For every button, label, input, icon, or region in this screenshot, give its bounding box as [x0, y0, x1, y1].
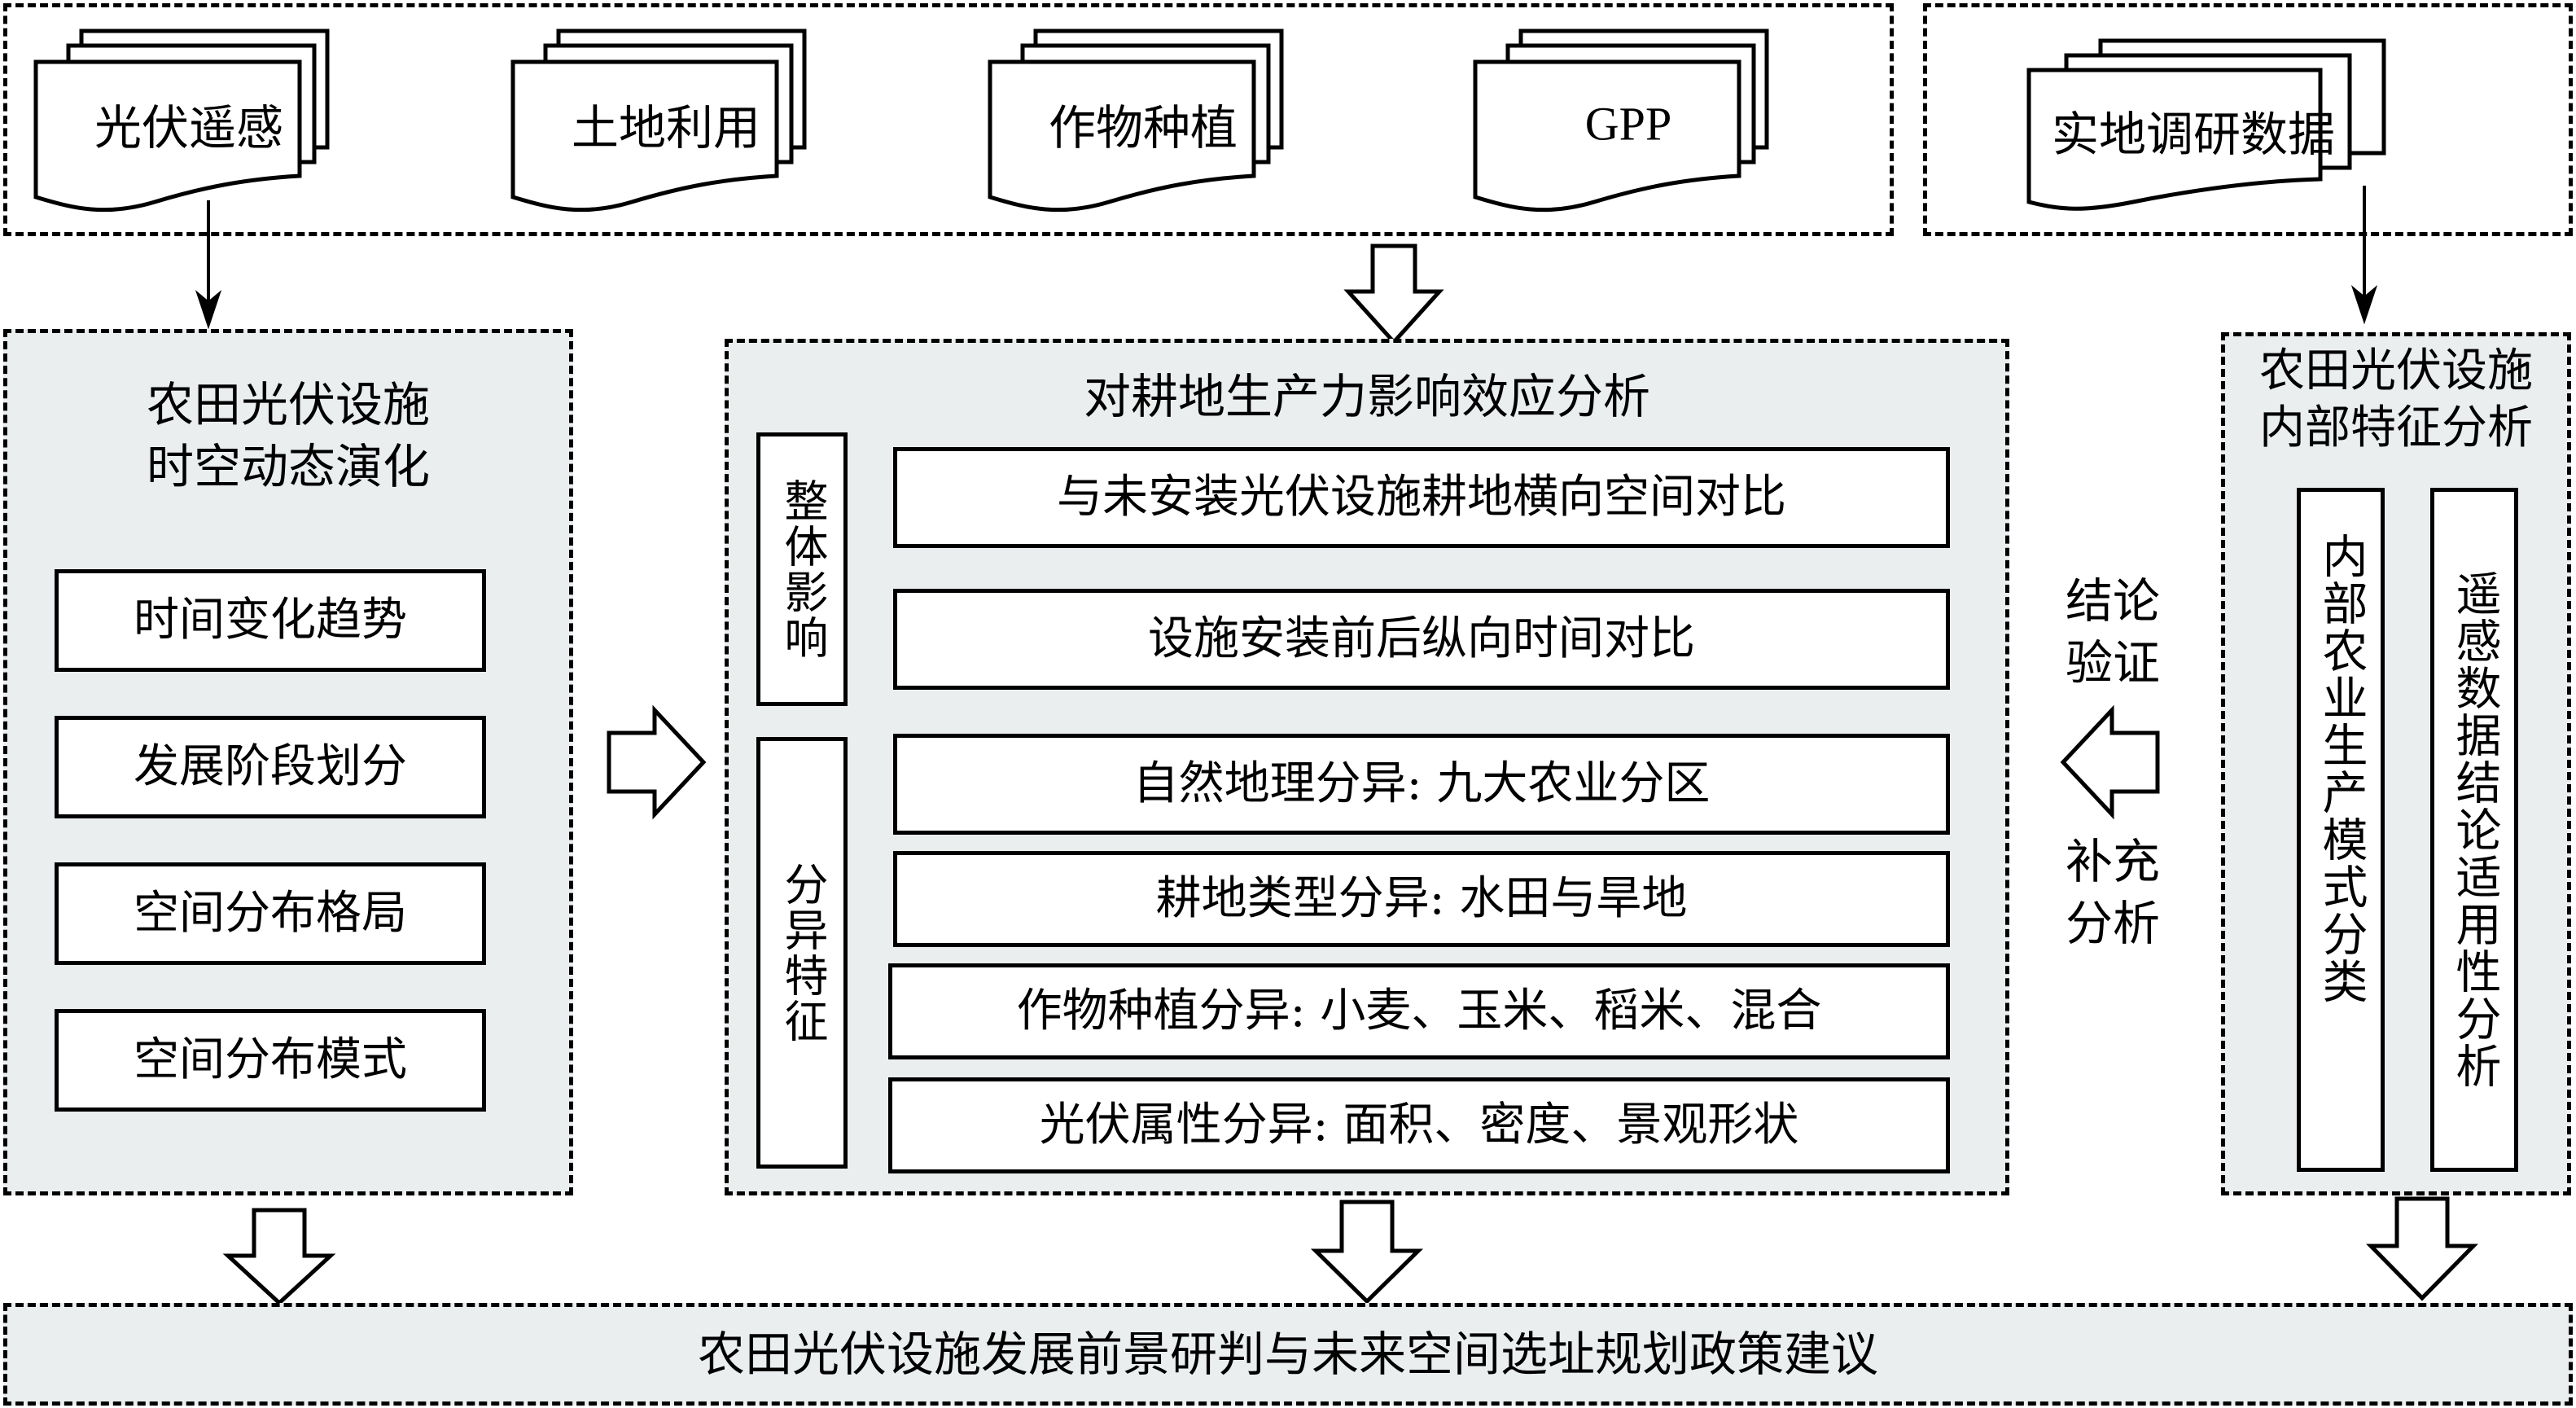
block-arrow-down-icon: [2366, 1196, 2478, 1301]
group-label-text: 分异特征: [777, 862, 828, 1044]
analysis-item: 时间变化趋势: [55, 569, 486, 672]
arrow-head-icon: [195, 289, 222, 330]
item-label: 耕地类型分异: 水田与旱地: [1155, 872, 1688, 925]
analysis-item: 空间分布格局: [55, 862, 486, 965]
group-label-differentiation: 分异特征: [756, 737, 848, 1169]
doc-label-land-use: 土地利用: [571, 100, 761, 156]
panel-title: 对耕地生产力影响效应分析: [1083, 369, 1650, 424]
analysis-item: 内部农业生产模式分类: [2297, 488, 2385, 1172]
document-stack-icon: [2026, 38, 2386, 211]
item-label: 自然地理分异: 九大农业分区: [1132, 757, 1711, 810]
data-sources-group: [3, 3, 1894, 236]
doc-label-gpp: GPP: [1584, 97, 1672, 151]
block-arrow-down-icon: [1310, 1200, 1424, 1305]
block-arrow-right-icon: [607, 704, 707, 820]
block-arrow-down-icon: [1343, 243, 1444, 345]
analysis-item: 空间分布模式: [55, 1009, 486, 1112]
item-label: 内部农业生产模式分类: [2315, 533, 2368, 1005]
item-label: 空间分布模式: [134, 1033, 407, 1086]
doc-label-crop-planting: 作物种植: [1048, 100, 1238, 156]
panel-title-line1: 农田光伏设施: [146, 377, 430, 432]
item-label: 设施安装前后纵向时间对比: [1148, 612, 1695, 665]
doc-label-pv-remote-sensing: 光伏遥感: [94, 100, 284, 156]
panel-title-line2: 时空动态演化: [146, 439, 430, 494]
analysis-item: 作物种植分异: 小麦、玉米、稻米、混合: [888, 963, 1950, 1059]
panel-title-line1: 农田光伏设施: [2259, 344, 2533, 397]
block-arrow-down-icon: [222, 1208, 336, 1306]
link-label-supplement: 补充分析: [2052, 831, 2174, 954]
doc-label-field-survey: 实地调研数据: [2051, 107, 2336, 162]
item-label: 发展阶段划分: [134, 740, 407, 793]
group-label-text: 整体影响: [777, 478, 828, 660]
link-label-text: 补充分析: [2065, 834, 2160, 951]
spatiotemporal-panel: 农田光伏设施 时空动态演化 时间变化趋势 发展阶段划分 空间分布格局 空间分布模…: [3, 329, 573, 1195]
group-label-overall: 整体影响: [756, 432, 848, 706]
productivity-impact-panel: 对耕地生产力影响效应分析 整体影响 与未安装光伏设施耕地横向空间对比 设施安装前…: [725, 339, 2009, 1195]
item-label: 时间变化趋势: [134, 594, 407, 647]
policy-recommendation-banner: 农田光伏设施发展前景研判与未来空间选址规划政策建议: [3, 1303, 2573, 1406]
banner-label: 农田光伏设施发展前景研判与未来空间选址规划政策建议: [697, 1327, 1878, 1382]
field-survey-group: [1923, 3, 2573, 236]
analysis-item: 遥感数据结论适用性分析: [2430, 488, 2518, 1172]
internal-features-panel: 农田光伏设施 内部特征分析 内部农业生产模式分类 遥感数据结论适用性分析: [2221, 332, 2571, 1195]
panel-title-line2: 内部特征分析: [2259, 401, 2533, 454]
item-label: 遥感数据结论适用性分析: [2448, 570, 2501, 1090]
block-arrow-left-icon: [2060, 704, 2160, 820]
item-label: 作物种植分异: 小麦、玉米、稻米、混合: [1016, 985, 1822, 1037]
item-label: 光伏属性分异: 面积、密度、景观形状: [1039, 1099, 1799, 1151]
document-stack-icon: [510, 29, 807, 213]
analysis-item: 自然地理分异: 九大农业分区: [893, 734, 1950, 835]
link-label-validation: 结论验证: [2052, 570, 2174, 694]
document-stack-icon: [33, 29, 330, 213]
document-stack-icon: [1473, 29, 1769, 213]
analysis-item: 耕地类型分异: 水田与旱地: [893, 851, 1950, 947]
link-label-text: 结论验证: [2065, 573, 2160, 691]
analysis-item: 光伏属性分异: 面积、密度、景观形状: [888, 1077, 1950, 1173]
analysis-item: 设施安装前后纵向时间对比: [893, 589, 1950, 690]
analysis-item: 与未安装光伏设施耕地横向空间对比: [893, 447, 1950, 548]
analysis-item: 发展阶段划分: [55, 716, 486, 818]
arrow-head-icon: [2350, 284, 2378, 325]
item-label: 空间分布格局: [134, 887, 407, 940]
document-stack-icon: [988, 29, 1284, 213]
item-label: 与未安装光伏设施耕地横向空间对比: [1057, 471, 1786, 524]
